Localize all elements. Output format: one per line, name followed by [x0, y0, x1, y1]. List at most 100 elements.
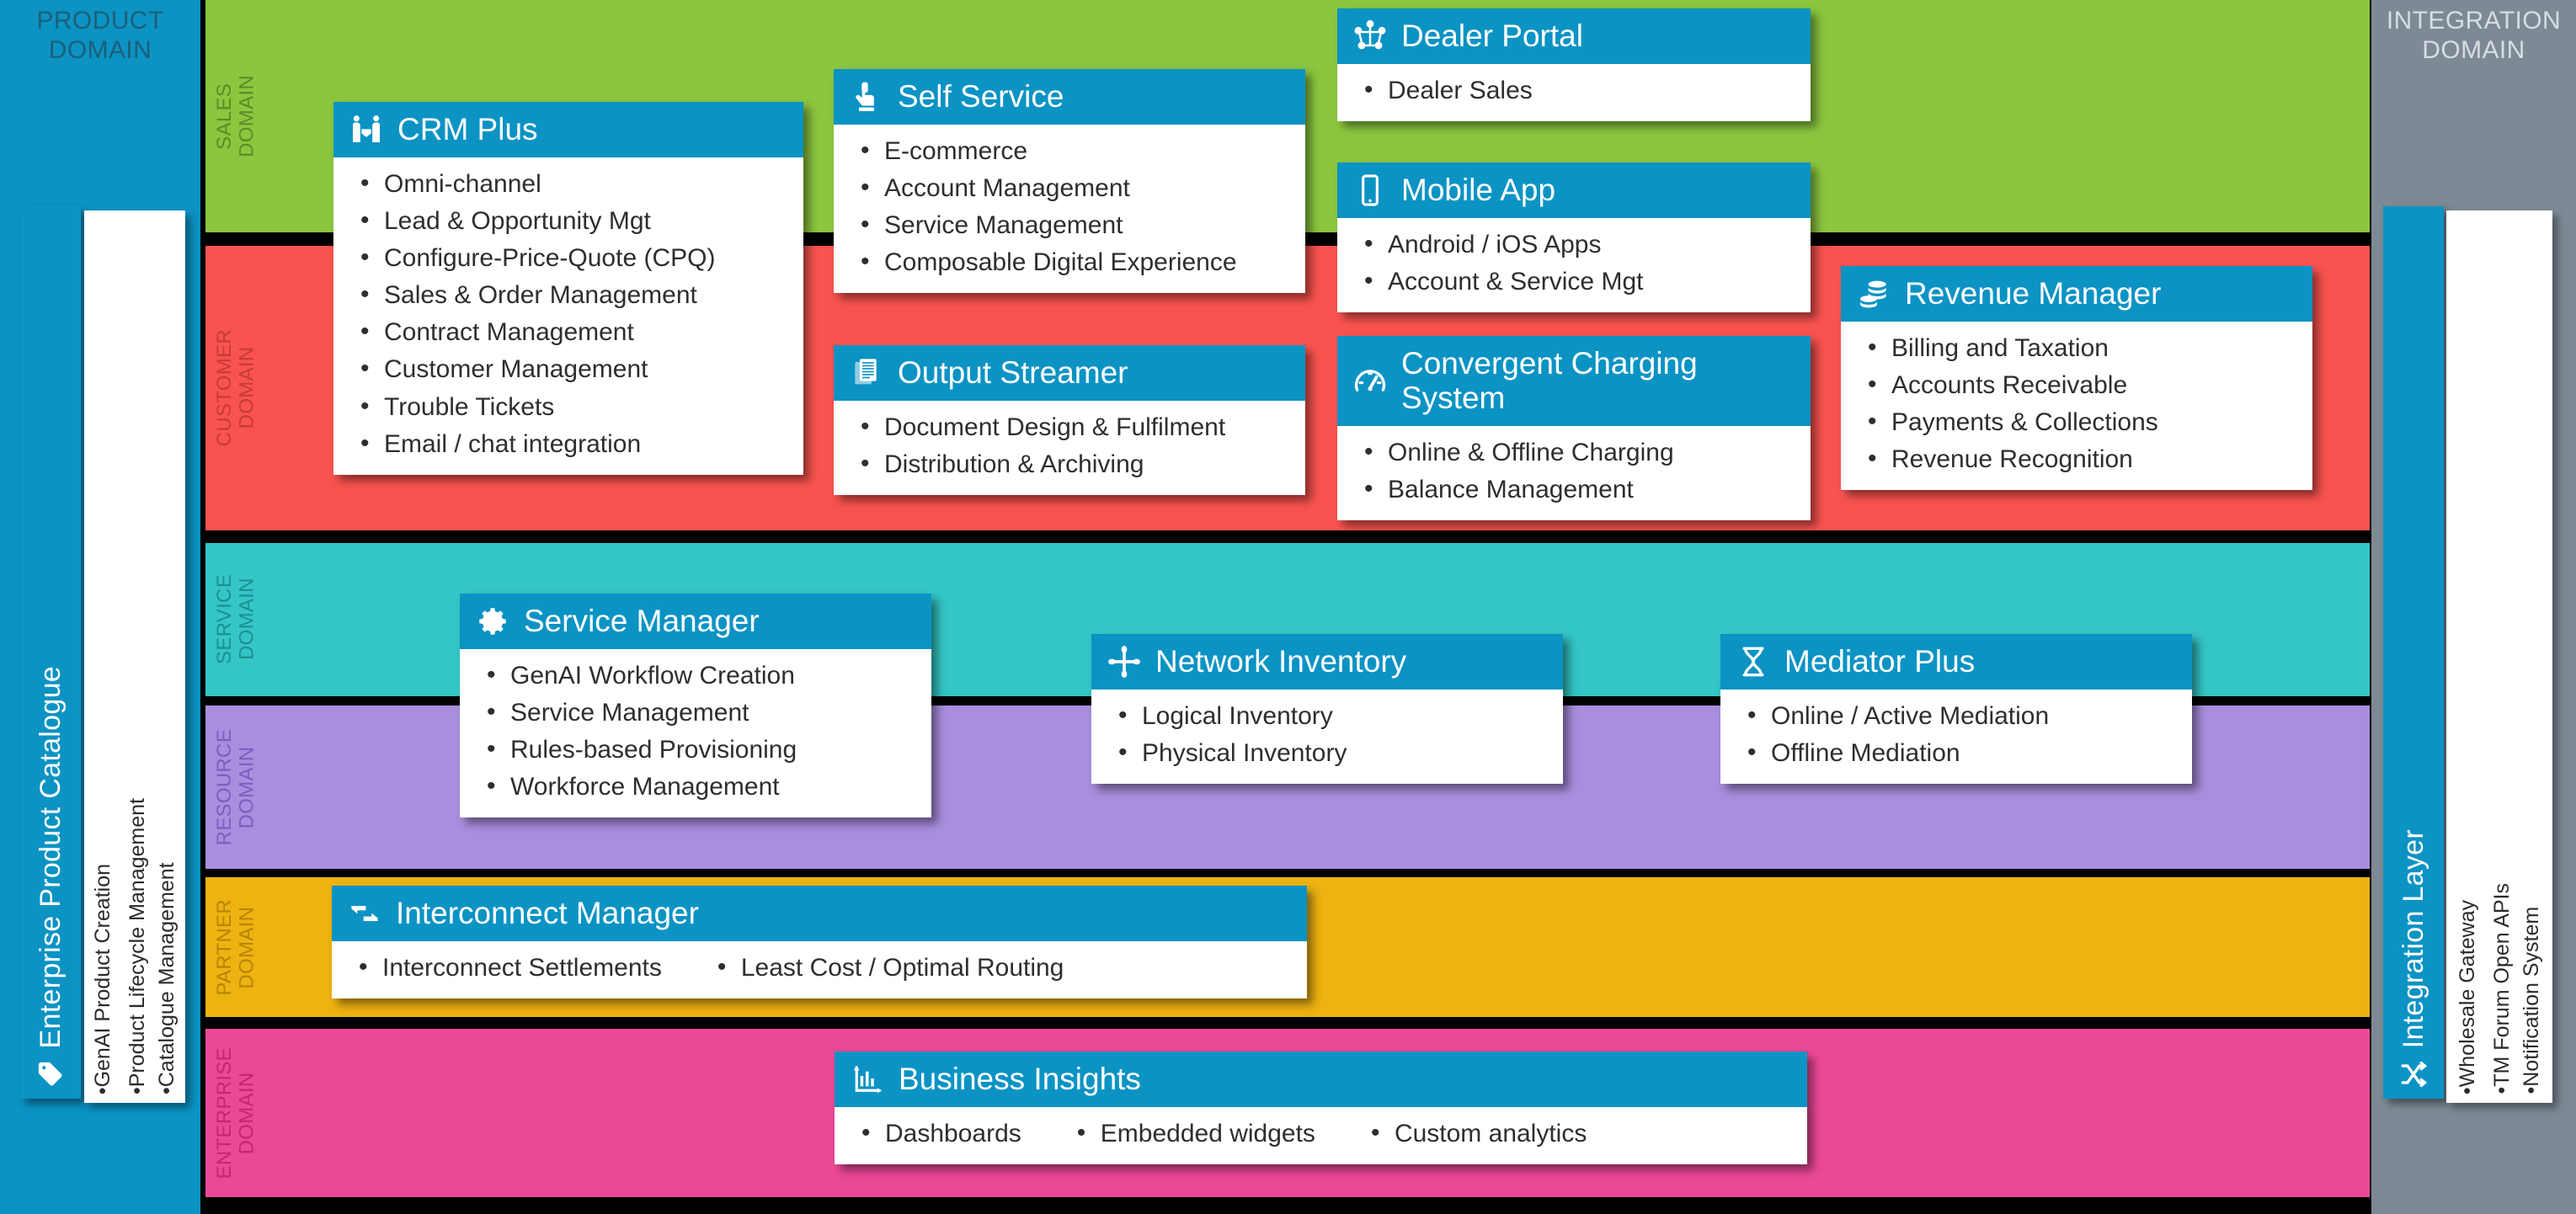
card-network-inventory[interactable]: Network Inventory Logical Inventory Phys… [1091, 634, 1563, 785]
card-mediator-plus-header: Mediator Plus [1720, 634, 2192, 690]
list-item: Product Lifecycle Management [125, 798, 150, 1094]
list-item: Wholesale Gateway [2456, 900, 2480, 1094]
card-service-manager-body: GenAI Workflow Creation Service Manageme… [460, 649, 931, 817]
card-interconnect-manager-header: Interconnect Manager [332, 886, 1307, 941]
card-revenue-manager-title: Revenue Manager [1905, 276, 2162, 311]
node-cross-icon [1107, 644, 1142, 679]
card-dealer-portal-list: Dealer Sales [1359, 72, 1795, 109]
list-item: Omni-channel [355, 165, 788, 203]
card-dealer-portal[interactable]: Dealer Portal Dealer Sales [1337, 8, 1811, 122]
list-item: Configure-Price-Quote (CPQ) [355, 239, 788, 277]
card-revenue-manager-body: Billing and Taxation Accounts Receivable… [1841, 322, 2312, 490]
coins-icon [1856, 276, 1891, 311]
card-mediator-plus-title: Mediator Plus [1784, 644, 1976, 679]
card-mobile-app[interactable]: Mobile App Android / iOS Apps Account & … [1337, 162, 1811, 313]
list-item: Least Cost / Optimal Routing [712, 949, 1115, 987]
integration-layer-title: Integration Layer [2397, 828, 2429, 1048]
card-self-service-list: E-commerce Account Management Service Ma… [856, 132, 1290, 281]
list-item: Catalogue Management [155, 798, 179, 1094]
card-output-streamer-list: Document Design & Fulfilment Distributio… [856, 408, 1290, 483]
list-item: TM Forum Open APIs [2490, 883, 2515, 1094]
handshake-icon [349, 112, 384, 147]
list-item: GenAI Workflow Creation [482, 657, 916, 695]
card-revenue-manager-header: Revenue Manager [1841, 266, 2312, 322]
card-dealer-portal-body: Dealer Sales [1337, 64, 1811, 121]
card-self-service-body: E-commerce Account Management Service Ma… [834, 125, 1305, 293]
list-item: Contract Management [355, 313, 788, 351]
documents-icon [849, 355, 884, 391]
product-bullets-col-1: Product Lifecycle Management Catalogue M… [120, 798, 184, 1094]
card-network-inventory-header: Network Inventory [1091, 634, 1563, 690]
card-business-insights[interactable]: Business Insights Dashboards Embedded wi… [835, 1052, 1807, 1165]
customer-domain-label-wrap: CUSTOMER DOMAIN [213, 246, 259, 530]
list-item: Dashboards [856, 1115, 1072, 1153]
list-item: Distribution & Archiving [856, 445, 1290, 483]
list-item: Sales & Order Management [355, 276, 788, 314]
integration-bullets-col-2: Wholesale Gateway [2451, 900, 2485, 1094]
card-service-manager[interactable]: Service Manager GenAI Workflow Creation … [460, 594, 931, 818]
integration-domain-capabilities-card: TM Forum Open APIs Notification System W… [2446, 210, 2552, 1103]
integration-domain-label: INTEGRATION DOMAIN [2386, 7, 2562, 64]
list-item: Dealer Sales [1359, 72, 1795, 109]
card-crm-plus[interactable]: CRM Plus Omni-channel Lead & Opportunity… [333, 102, 803, 475]
list-item: Physical Inventory [1113, 734, 1548, 772]
list-item: Trouble Tickets [355, 388, 788, 426]
service-domain-label: SERVICE DOMAIN [213, 574, 259, 665]
card-crm-plus-title: CRM Plus [397, 112, 538, 147]
card-interconnect-manager[interactable]: Interconnect Manager Interconnect Settle… [332, 886, 1307, 999]
list-item: Billing and Taxation [1863, 329, 2297, 367]
card-self-service-title: Self Service [898, 79, 1064, 114]
card-convergent-charging-system[interactable]: Convergent Charging System Online & Offl… [1337, 336, 1811, 521]
network-node-icon [1352, 19, 1388, 54]
partner-domain-label: PARTNER DOMAIN [213, 898, 259, 996]
card-crm-plus-list: Omni-channel Lead & Opportunity Mgt Conf… [355, 165, 788, 463]
list-item: Document Design & Fulfilment [856, 408, 1290, 446]
partner-domain-label-wrap: PARTNER DOMAIN [213, 877, 259, 1017]
card-self-service-header: Self Service [834, 69, 1305, 125]
card-service-manager-title: Service Manager [524, 604, 760, 639]
card-revenue-manager[interactable]: Revenue Manager Billing and Taxation Acc… [1841, 266, 2312, 491]
list-item: Payments & Collections [1863, 403, 2297, 441]
list-item: Service Management [482, 694, 916, 732]
tag-icon [36, 1060, 65, 1089]
resource-domain-label: RESOURCE DOMAIN [213, 728, 259, 846]
sales-domain-label: SALES DOMAIN [213, 75, 259, 157]
product-domain-label: PRODUCT DOMAIN [36, 7, 164, 64]
list-item: Revenue Recognition [1863, 440, 2297, 478]
card-mediator-plus-list: Online / Active Mediation Offline Mediat… [1742, 697, 2177, 772]
list-item: Rules-based Provisioning [482, 731, 916, 769]
list-item: Android / iOS Apps [1359, 226, 1795, 264]
list-item: Custom analytics [1366, 1115, 1637, 1153]
card-convergent-charging-system-body: Online & Offline Charging Balance Manage… [1337, 426, 1811, 520]
card-output-streamer[interactable]: Output Streamer Document Design & Fulfil… [834, 345, 1305, 496]
card-dealer-portal-header: Dealer Portal [1337, 8, 1811, 64]
card-service-manager-header: Service Manager [460, 594, 931, 649]
card-mediator-plus[interactable]: Mediator Plus Online / Active Mediation … [1720, 634, 2192, 785]
card-interconnect-manager-title: Interconnect Manager [396, 896, 699, 931]
card-convergent-charging-system-title: Convergent Charging System [1401, 346, 1698, 416]
integration-layer-strip[interactable]: Integration Layer [2383, 206, 2444, 1099]
list-item: Balance Management [1359, 471, 1795, 508]
card-crm-plus-body: Omni-channel Lead & Opportunity Mgt Conf… [333, 157, 803, 475]
card-mobile-app-body: Android / iOS Apps Account & Service Mgt [1337, 218, 1811, 312]
list-item: Online & Offline Charging [1359, 434, 1795, 471]
card-business-insights-body: Dashboards Embedded widgets Custom analy… [835, 1107, 1807, 1164]
card-self-service[interactable]: Self Service E-commerce Account Manageme… [834, 69, 1305, 294]
list-item: Lead & Opportunity Mgt [355, 202, 788, 240]
list-item: Composable Digital Experience [856, 243, 1290, 281]
integration-bullets-col-1: TM Forum Open APIs Notification System [2485, 883, 2549, 1094]
list-item: Online / Active Mediation [1742, 697, 2177, 735]
exchange-icon [347, 896, 382, 931]
bar-chart-icon [850, 1062, 885, 1097]
card-convergent-charging-system-header: Convergent Charging System [1337, 336, 1811, 426]
card-output-streamer-header: Output Streamer [834, 345, 1305, 401]
enterprise-product-catalogue-strip[interactable]: Enterprise Product Catalogue [20, 206, 81, 1099]
card-interconnect-manager-body: Interconnect Settlements Least Cost / Op… [332, 941, 1307, 998]
enterprise-domain-label: ENTERPRISE DOMAIN [213, 1046, 259, 1179]
smartphone-icon [1352, 173, 1388, 208]
card-mobile-app-title: Mobile App [1401, 173, 1556, 208]
shuffle-icon [2399, 1060, 2428, 1089]
enterprise-domain-label-wrap: ENTERPRISE DOMAIN [213, 1029, 259, 1197]
service-domain-label-wrap: SERVICE DOMAIN [213, 543, 259, 696]
